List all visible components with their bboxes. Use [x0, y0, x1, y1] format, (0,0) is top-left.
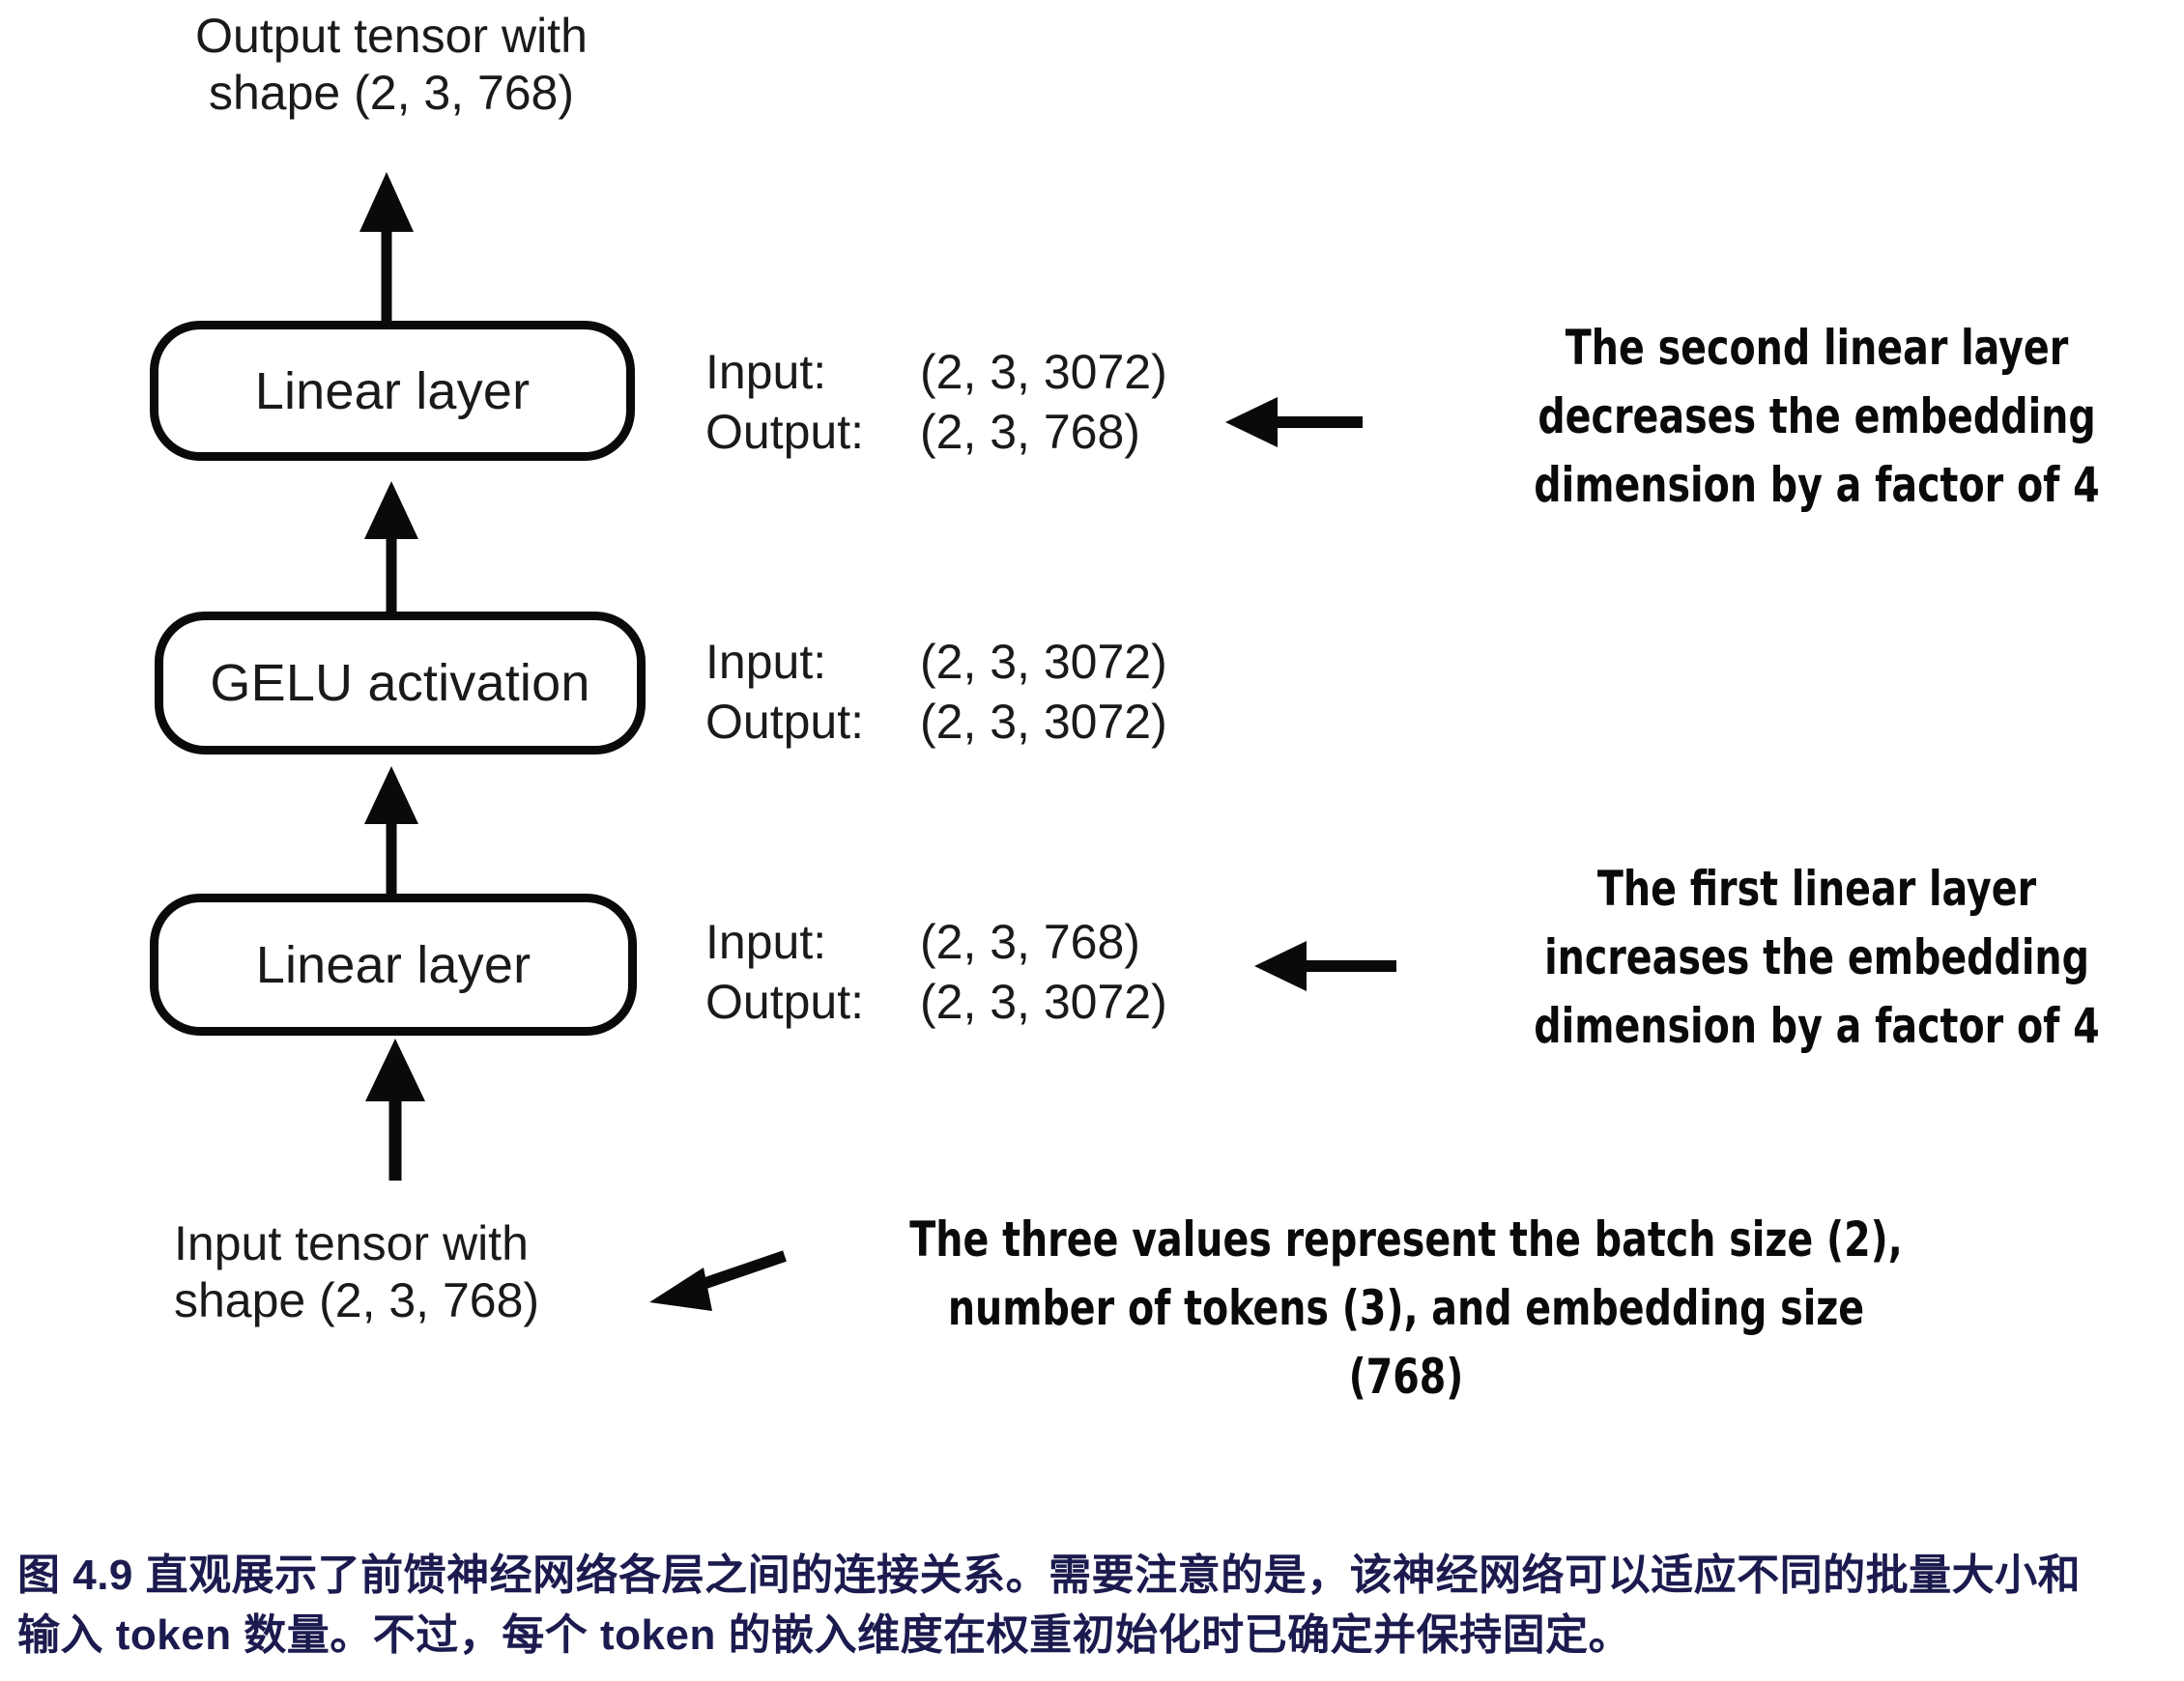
- io-output-value: (2, 3, 3072): [920, 975, 1167, 1029]
- input-tensor-label: Input tensor with shape (2, 3, 768): [174, 1216, 540, 1327]
- io-input-key: Input:: [705, 635, 827, 689]
- io-output-value: (2, 3, 3072): [920, 695, 1167, 749]
- io-input-value: (2, 3, 3072): [920, 635, 1167, 689]
- io-input-key: Input:: [705, 345, 827, 399]
- io-input-value: (2, 3, 3072): [920, 345, 1167, 399]
- annotation-first-linear-layer: The first linear layer increases the emb…: [1534, 861, 2100, 1054]
- annotation-three-values: The three values represent the batch siz…: [909, 1211, 1903, 1405]
- arrow-left-first-linear: [1254, 941, 1396, 991]
- block-linear-layer-1-label: Linear layer: [255, 935, 532, 994]
- io-input-key: Input:: [705, 915, 827, 969]
- io-output-key: Output:: [705, 405, 864, 459]
- block-linear-layer-1[interactable]: Linear layer: [150, 894, 637, 1036]
- block-gelu-activation-label: GELU activation: [210, 654, 590, 712]
- io-output-value: (2, 3, 768): [920, 405, 1140, 459]
- block-linear-layer-2[interactable]: Linear layer: [150, 321, 635, 461]
- figure-caption: 图 4.9 直观展示了前馈神经网络各层之间的连接关系。需要注意的是，该神经网络可…: [17, 1552, 2082, 1660]
- output-tensor-label: Output tensor with shape (2, 3, 768): [195, 9, 588, 120]
- arrow-left-second-linear: [1225, 397, 1363, 447]
- io-output-key: Output:: [705, 695, 864, 749]
- block-linear-layer-2-label: Linear layer: [254, 361, 531, 420]
- annotation-second-linear-layer: The second linear layer decreases the em…: [1534, 320, 2100, 513]
- arrow-up-to-output: [359, 172, 414, 323]
- io-linear-layer-1: Input: (2, 3, 768) Output: (2, 3, 3072): [705, 913, 1167, 1031]
- block-gelu-activation[interactable]: GELU activation: [155, 612, 646, 755]
- io-output-key: Output:: [705, 975, 864, 1029]
- arrow-up-gelu-to-linear2: [364, 481, 418, 612]
- io-gelu-activation: Input: (2, 3, 3072) Output: (2, 3, 3072): [705, 633, 1167, 751]
- arrow-up-input-to-linear1: [365, 1039, 425, 1181]
- io-linear-layer-2: Input: (2, 3, 3072) Output: (2, 3, 768): [705, 343, 1167, 461]
- io-input-value: (2, 3, 768): [920, 915, 1140, 969]
- arrow-up-linear1-to-gelu: [364, 766, 418, 894]
